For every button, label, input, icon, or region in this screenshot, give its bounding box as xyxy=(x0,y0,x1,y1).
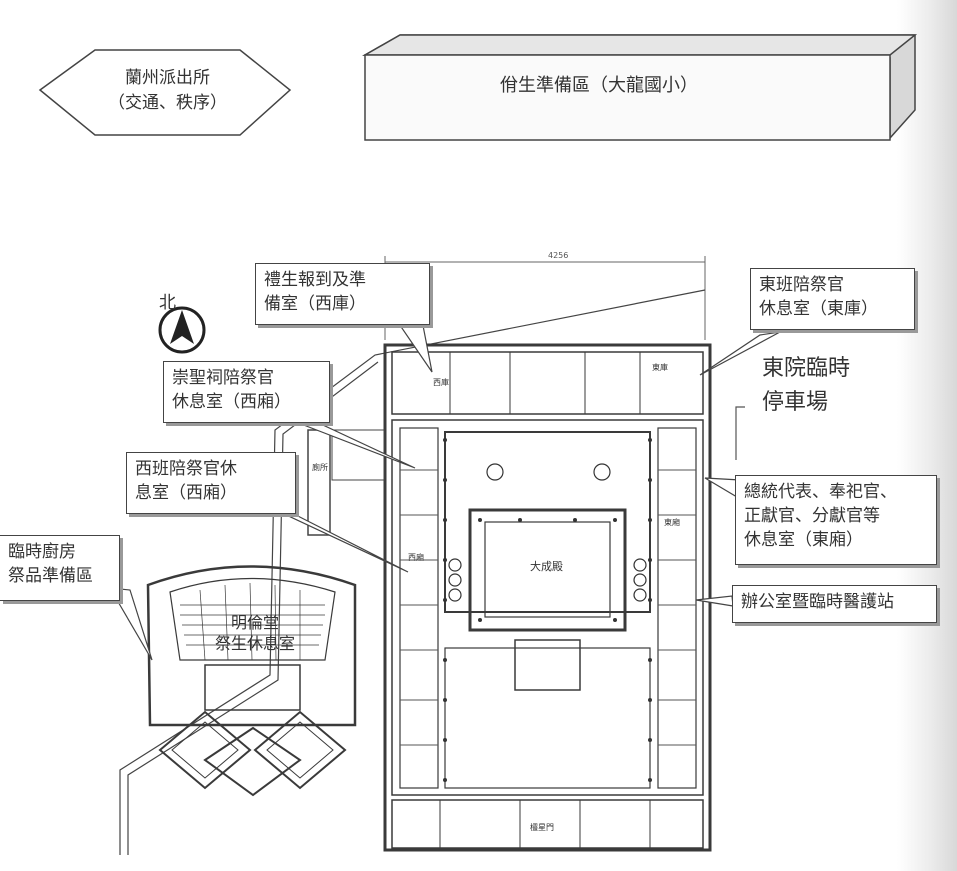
callout-chongsheng-rest: 崇聖祠陪祭官 休息室（西廂） xyxy=(163,361,330,423)
east-parking-line1: 東院臨時 xyxy=(762,356,851,381)
callout-ritual-report: 禮生報到及準 備室（西庫） xyxy=(255,263,430,325)
lingxing-gate-label: 欞星門 xyxy=(530,822,554,832)
north-compass-icon xyxy=(158,306,206,354)
callout-east-rest-line2: 休息室（東庫） xyxy=(759,299,878,319)
west-wing-label: 西廂 xyxy=(408,552,424,562)
callout-chongsheng-rest-line1: 崇聖祠陪祭官 xyxy=(172,368,274,388)
police-station-duty: （交通、秩序） xyxy=(108,93,227,113)
callout-ritual-report-line1: 禮生報到及準 xyxy=(264,270,366,290)
main-hall-label: 大成殿 xyxy=(530,559,563,573)
callout-east-rest-line1: 東班陪祭官 xyxy=(759,275,844,295)
callout-chongsheng-rest-line2: 休息室（西廂） xyxy=(172,392,291,412)
callout-president-rest-line1: 總統代表、奉祀官、 xyxy=(744,482,897,502)
toilet-label: 廁所 xyxy=(312,462,328,472)
west-storage-label: 西庫 xyxy=(433,377,449,387)
callout-president-rest: 總統代表、奉祀官、 正獻官、分獻官等 休息室（東廂） xyxy=(735,475,937,565)
temple-complex xyxy=(383,343,712,852)
dimension-value: 4256 xyxy=(548,251,568,260)
callout-west-rest-line2: 息室（西廂） xyxy=(135,483,237,503)
callout-east-rest: 東班陪祭官 休息室（東庫） xyxy=(750,268,915,330)
callout-west-rest: 西班陪祭官休 息室（西廂） xyxy=(126,452,296,514)
east-parking-label: 東院臨時 停車場 xyxy=(762,352,850,420)
east-storage-label: 東庫 xyxy=(652,362,668,372)
police-station-hexagon xyxy=(38,49,292,136)
prep-area-label: 佾生準備區（大龍國小） xyxy=(500,75,698,96)
callout-president-rest-line2: 正獻官、分獻官等 xyxy=(744,506,880,526)
east-wing-label: 東廂 xyxy=(664,517,680,527)
leader-lines xyxy=(108,309,781,661)
dimension-line xyxy=(384,256,706,340)
callout-kitchen-line2: 祭品準備區 xyxy=(8,566,93,586)
east-parking-line2: 停車場 xyxy=(762,390,829,415)
police-station-name: 蘭州派出所 xyxy=(125,68,210,88)
theater-building xyxy=(146,565,357,797)
theater-label: 明倫堂 祭生休息室 xyxy=(200,612,310,654)
callout-office-medical-text: 辦公室暨臨時醫護站 xyxy=(741,592,894,612)
callout-kitchen: 臨時廚房 祭品準備區 xyxy=(0,535,120,601)
theater-label-line2: 祭生休息室 xyxy=(214,634,295,653)
callout-office-medical: 辦公室暨臨時醫護站 xyxy=(732,585,937,623)
police-station-label: 蘭州派出所 （交通、秩序） xyxy=(95,66,240,116)
scan-edge-shadow xyxy=(897,0,957,871)
column-dots xyxy=(443,438,652,782)
callout-president-rest-line3: 休息室（東廂） xyxy=(744,530,863,550)
theater-label-line1: 明倫堂 xyxy=(230,613,279,632)
callout-kitchen-line1: 臨時廚房 xyxy=(8,542,76,562)
callout-ritual-report-line2: 備室（西庫） xyxy=(264,294,366,314)
callout-west-rest-line1: 西班陪祭官休 xyxy=(135,459,237,479)
prep-area-prism xyxy=(362,34,918,141)
north-label: 北 xyxy=(159,293,176,313)
